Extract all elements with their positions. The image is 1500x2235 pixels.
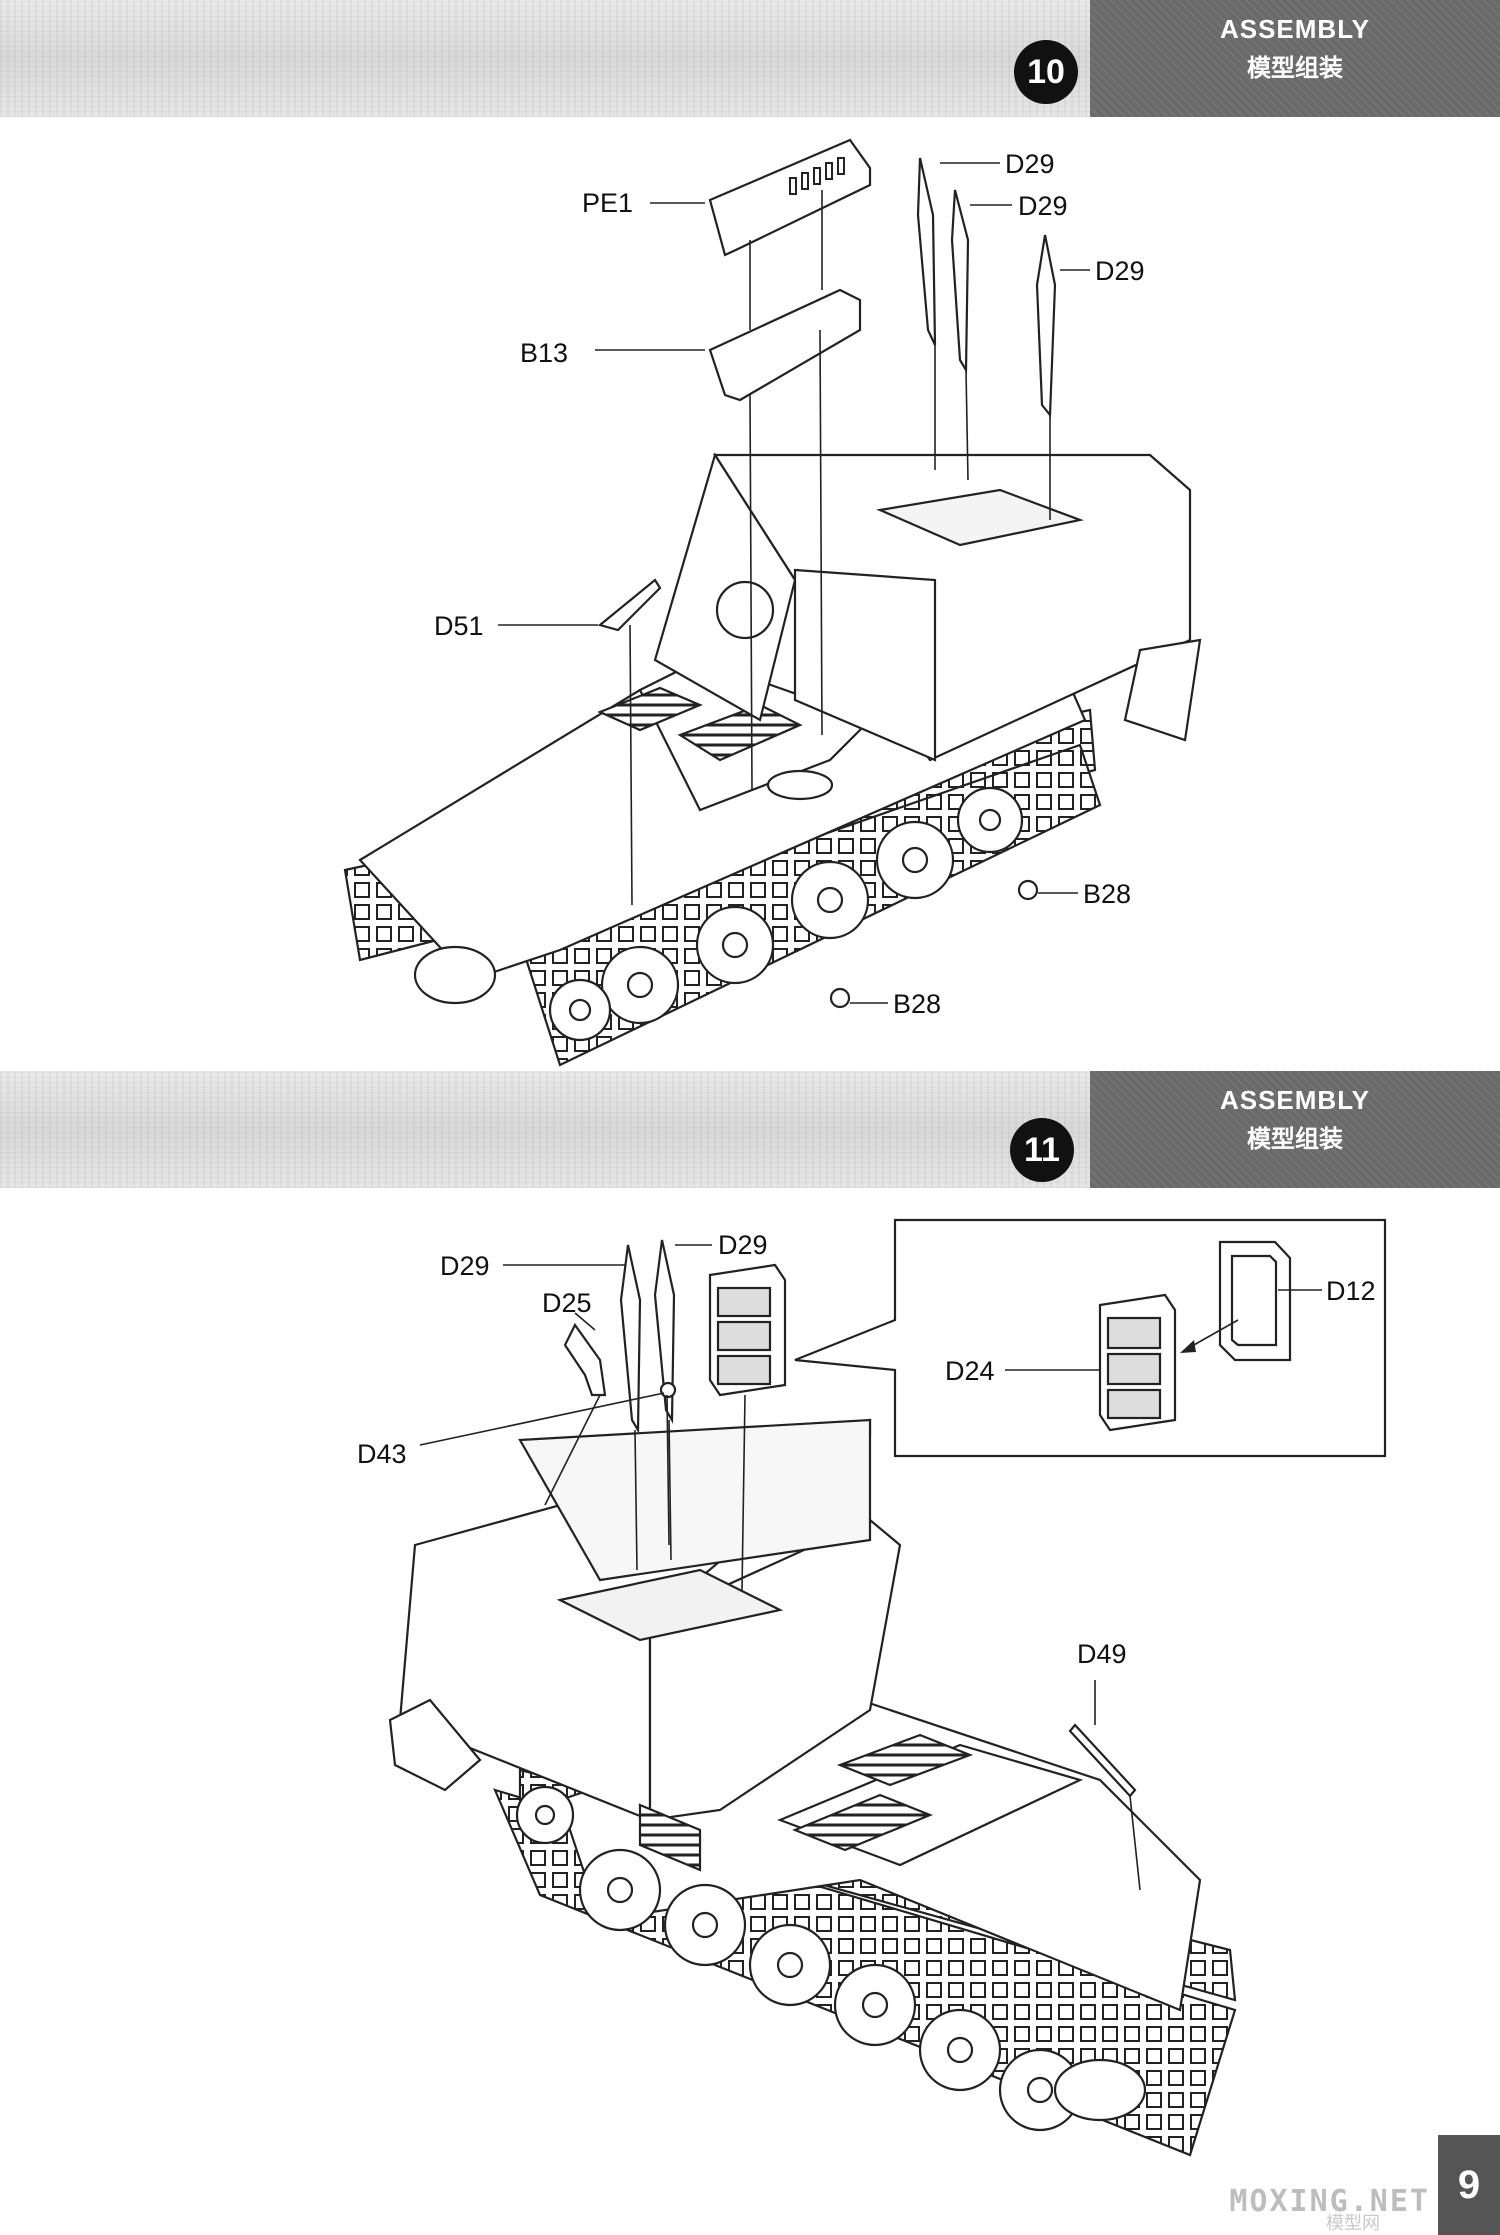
step-11-label-d49: D49 (1077, 1639, 1127, 1669)
step-11-part-d43 (659, 1381, 677, 1399)
watermark-sub: 模型网 (1326, 2213, 1380, 2234)
step-10-superstructure-front (793, 568, 937, 762)
step-10-label-d29-b: D29 (1018, 191, 1068, 221)
step-11-number-badge: 11 (1010, 1118, 1074, 1182)
step-11-callout-label-d24: D24 (945, 1356, 995, 1386)
step-10-part-b28-a (1017, 879, 1039, 901)
step-10-number-badge: 10 (1014, 40, 1078, 104)
step-10-part-d29-b (950, 189, 970, 374)
step-10-assembly-box: ASSEMBLY 模型组装 (1090, 0, 1500, 117)
step-11-callout-label-d12: D12 (1326, 1276, 1376, 1306)
step-11-label-d29-b: D29 (718, 1230, 768, 1260)
step-11-label-d25: D25 (542, 1288, 592, 1318)
step-10-rear-spade (1123, 638, 1202, 742)
step-10-exhaust-muffler (766, 769, 834, 801)
step-11-part-d29-a (619, 1244, 642, 1434)
step-11-guide-lines (544, 1394, 1141, 1891)
step-10-assembly-title-zh: 模型组装 (1247, 54, 1343, 82)
step-10-front-idler (413, 945, 497, 1005)
callout-part-d24 (1098, 1293, 1177, 1432)
step-10-label-pe1: PE1 (582, 188, 633, 218)
step-10-label-b13: B13 (520, 338, 568, 368)
step-11-label-d43: D43 (357, 1439, 407, 1469)
watermark: MOXING.NET (1229, 2184, 1430, 2219)
step-11-label-d29-a: D29 (440, 1251, 490, 1281)
step-11-header-band: ASSEMBLY 模型组装 (0, 1071, 1500, 1188)
step-11-part-ammo-rack (708, 1263, 787, 1397)
step-10-label-d29-a: D29 (1005, 149, 1055, 179)
step-10-label-b28-b: B28 (893, 989, 941, 1019)
step-10-labels: PE1 B13 D29 D29 D29 D51 B28 B28 (434, 149, 1145, 1019)
step-10-vehicle (343, 452, 1202, 1067)
step-11-loose-parts (563, 1239, 1137, 1798)
step-11-detail-callout (794, 1218, 1387, 1458)
step-11-labels: D29 D29 D25 D43 D49 D12 D24 (357, 1230, 1376, 1669)
step-10-part-b28-b (829, 987, 851, 1009)
step-11-assembly-box: ASSEMBLY 模型组装 (1090, 1071, 1500, 1188)
step-11-side-grill (638, 1803, 702, 1872)
step-11-front-idler (1053, 2058, 1147, 2122)
step-11-road-wheels (515, 1785, 1082, 2132)
step-11-vehicle (388, 1418, 1237, 2157)
page-number: 9 (1438, 2135, 1500, 2235)
step-10-engine-grill (677, 703, 803, 762)
step-10-rear-grill (597, 686, 703, 732)
step-10-part-d51 (597, 578, 662, 632)
step-10-spare-wheel (715, 580, 775, 640)
step-10-part-d29-c (1035, 234, 1057, 418)
step-10-header-band: ASSEMBLY 模型组装 (0, 0, 1500, 117)
step-10-road-wheels (548, 786, 1024, 1042)
step-10-interior-floor (876, 488, 1084, 547)
step-11-engine-grill (792, 1793, 933, 1852)
step-10-part-pe1 (708, 138, 872, 257)
step-11-superstructure-left-wall (518, 1418, 872, 1582)
step-10-label-d29-c: D29 (1095, 256, 1145, 286)
step-11-leader-lines (419, 1244, 1096, 1725)
step-11-part-d25 (563, 1322, 607, 1397)
step-11-rear-grill (836, 1733, 974, 1787)
step-10-part-d29-a (916, 157, 937, 346)
step-11-interior-floor (556, 1568, 784, 1642)
step-10-loose-parts (597, 138, 1057, 1009)
step-11-rear-spade (388, 1698, 482, 1792)
step-11-part-d29-b (653, 1239, 676, 1424)
step-10-label-b28-a: B28 (1083, 879, 1131, 909)
step-10-assembly-title: ASSEMBLY (1219, 14, 1371, 44)
step-11-assembly-title-zh: 模型组装 (1247, 1125, 1343, 1153)
step-10-guide-lines (629, 190, 1051, 906)
step-10-superstructure-left (653, 452, 797, 722)
step-10-part-b13 (708, 288, 862, 402)
step-11-assembly-title: ASSEMBLY (1219, 1085, 1371, 1115)
step-10-label-d51: D51 (434, 611, 484, 641)
step-10-leader-lines (498, 162, 1090, 1004)
